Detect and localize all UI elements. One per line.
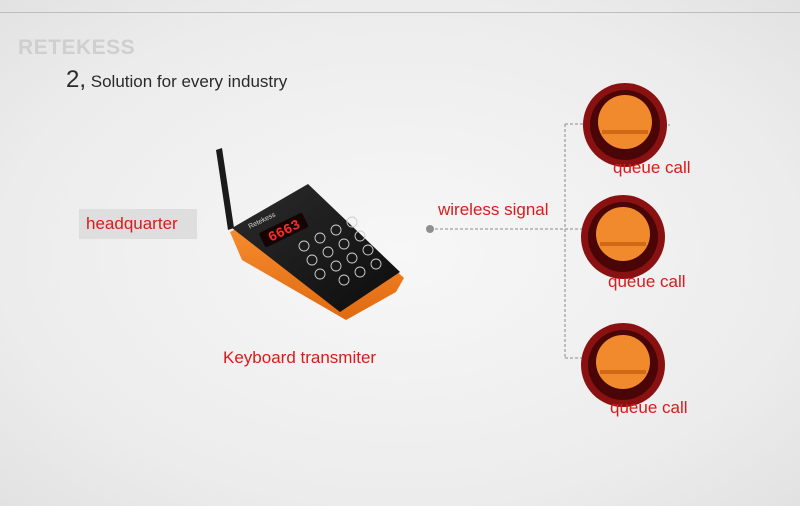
signal-origin-dot (426, 225, 434, 233)
transmitter-device-image: 6663 Retekess (216, 148, 404, 320)
brand-logo: RETEKESS (18, 36, 136, 59)
heading-text: Solution for every industry (90, 72, 288, 91)
transmitter-label: Keyboard transmiter (223, 348, 377, 367)
pager-image (583, 83, 670, 167)
headquarter-label: headquarter (86, 214, 178, 233)
headquarter-box: headquarter (79, 209, 197, 239)
top-divider (0, 12, 800, 13)
pager-image (581, 323, 665, 407)
pager-label-1: queue call (613, 158, 691, 177)
heading-number: 2, (66, 66, 87, 93)
pager-image (581, 195, 665, 279)
pager-label-2: queue call (608, 272, 686, 291)
section-heading: 2, Solution for every industry (66, 66, 287, 94)
pager-label-3: queue call (610, 398, 688, 417)
wireless-signal-label: wireless signal (438, 200, 549, 219)
